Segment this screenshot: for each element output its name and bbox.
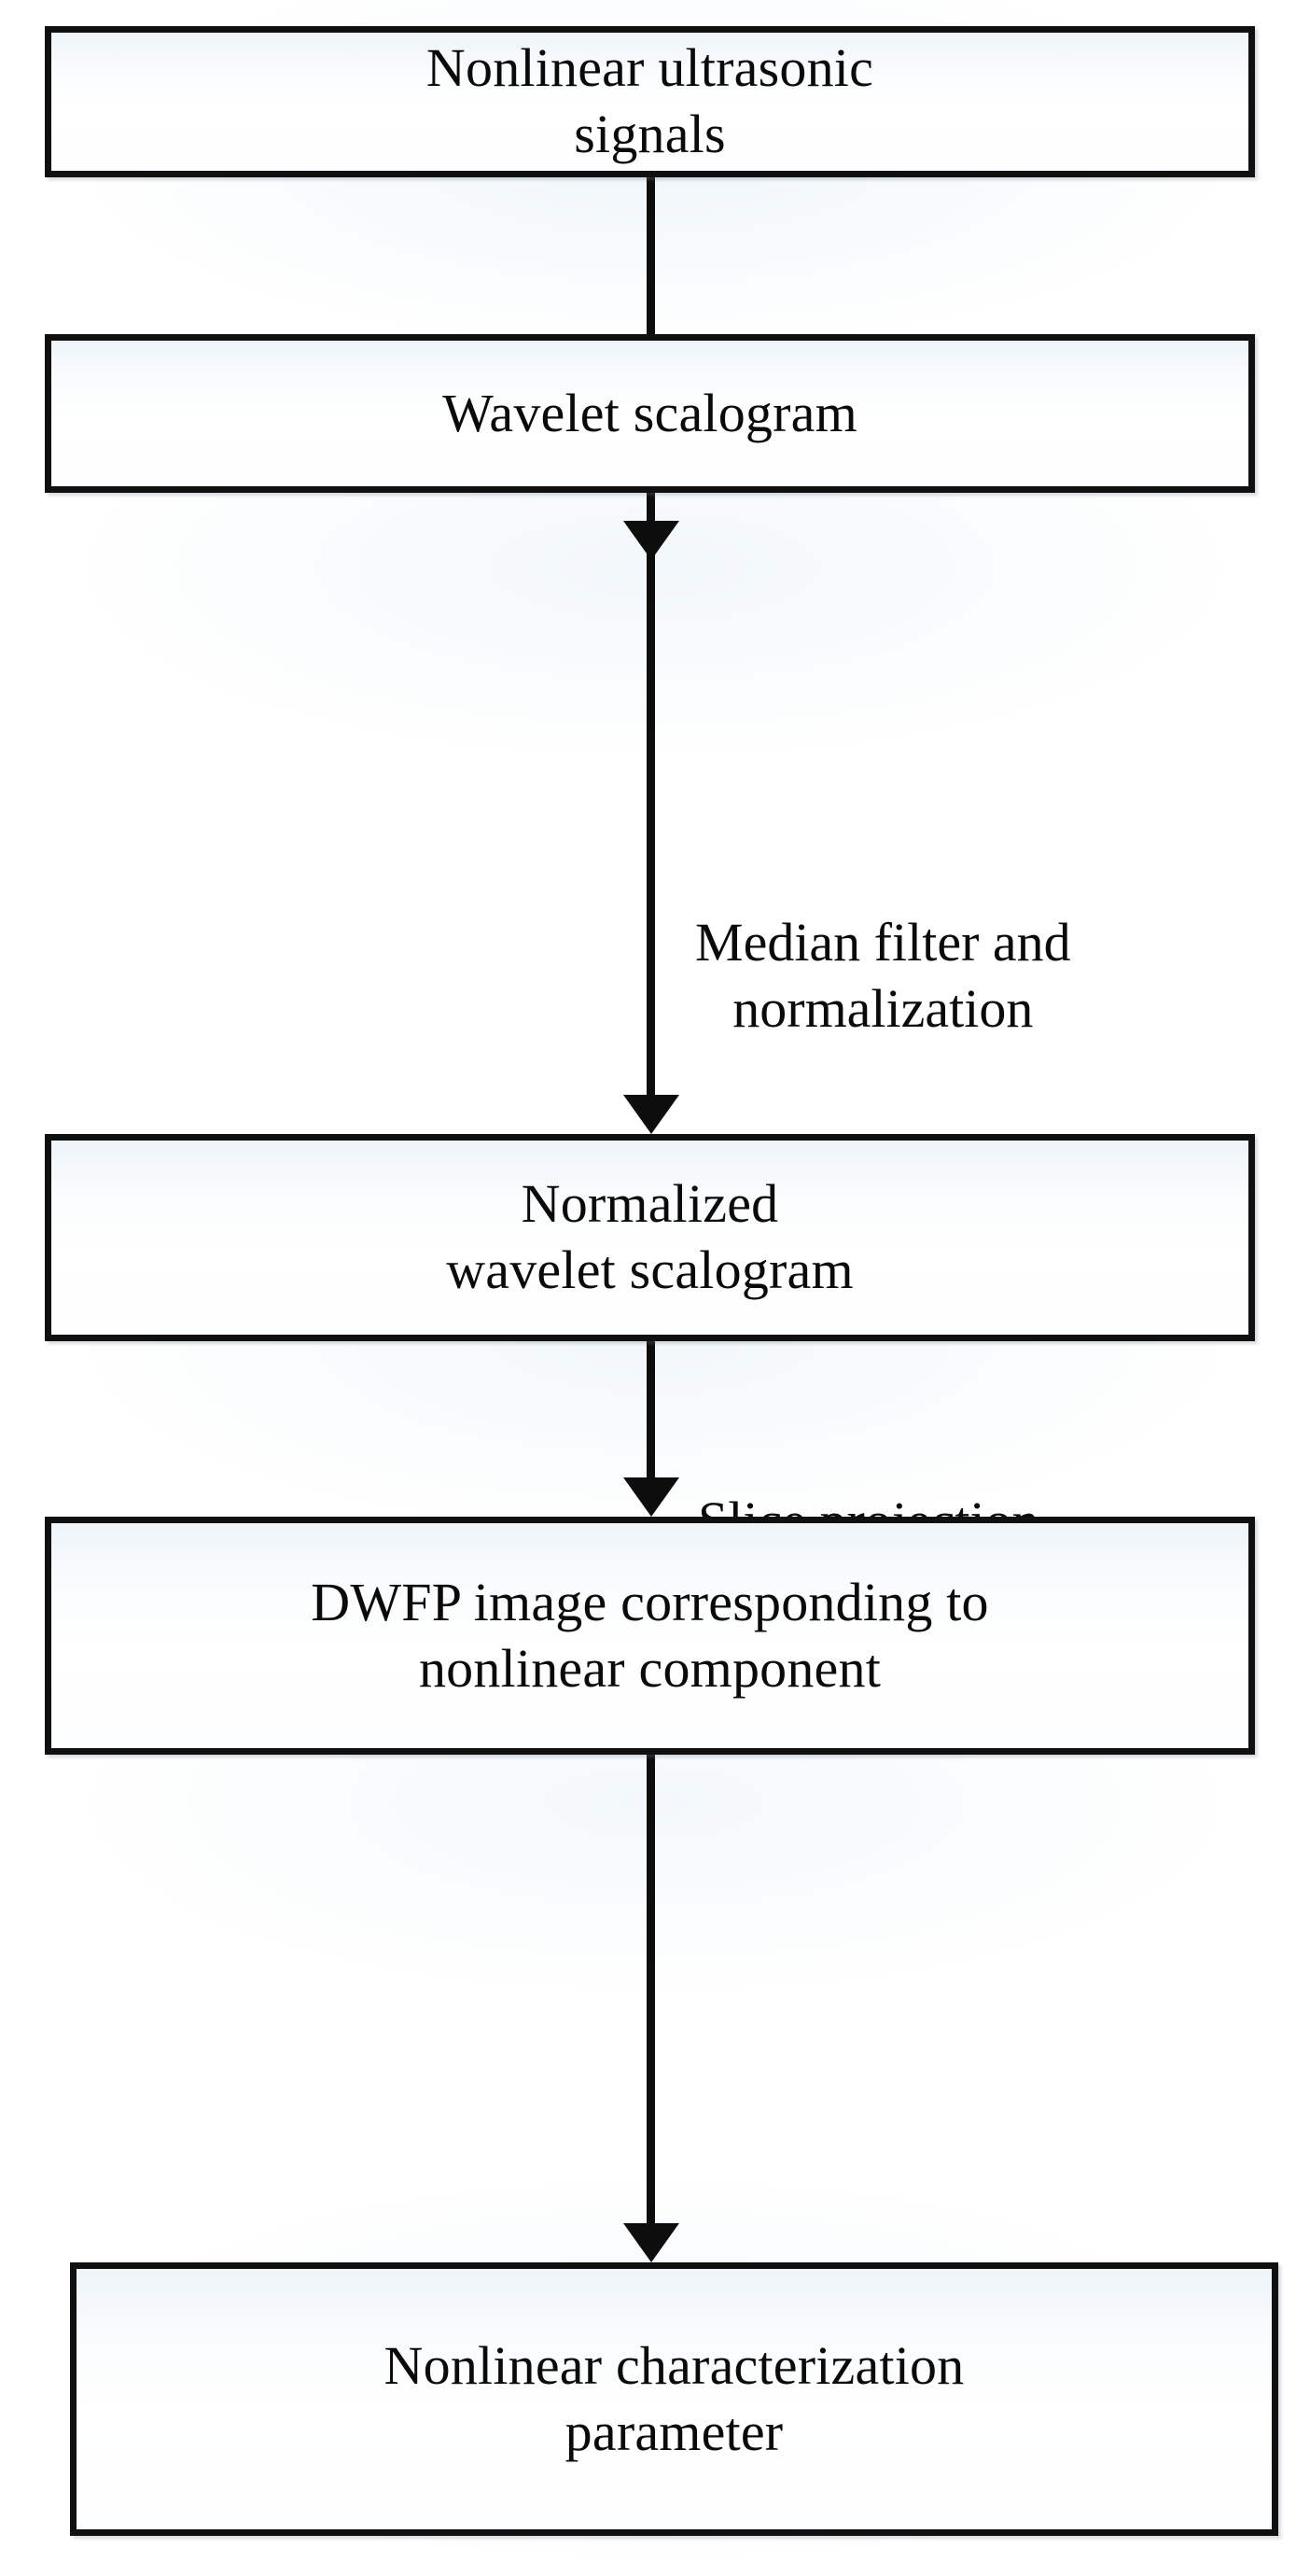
process-node-normalized-wavelet-scalogram[interactable]: Normalized wavelet scalogram <box>45 1134 1255 1341</box>
arrowhead-icon <box>622 1095 679 1134</box>
connector-n3-n4 <box>622 1341 679 1517</box>
node-label: Normalized wavelet scalogram <box>446 1173 854 1300</box>
process-node-wavelet-scalogram[interactable]: Wavelet scalogram <box>45 334 1255 493</box>
connector-shaft <box>647 493 655 1095</box>
connector-n4-n5 <box>622 1755 679 2262</box>
connector-shaft <box>647 1341 655 1477</box>
process-node-dwfp-image[interactable]: DWFP image corresponding to nonlinear co… <box>45 1517 1255 1755</box>
arrowhead-icon <box>622 1477 679 1517</box>
process-node-nonlinear-ultrasonic-signals[interactable]: Nonlinear ultrasonic signals <box>45 26 1255 177</box>
node-label: DWFP image corresponding to nonlinear co… <box>311 1571 989 1699</box>
connector-shaft <box>647 1755 655 2223</box>
node-label: Nonlinear ultrasonic signals <box>425 37 874 164</box>
process-node-nonlinear-characterization-parameter[interactable]: Nonlinear characterization parameter <box>70 2262 1278 2536</box>
connector-n2-n3 <box>622 493 679 1134</box>
node-label: Nonlinear characterization parameter <box>383 2334 965 2462</box>
arrowhead-icon <box>622 2223 679 2262</box>
node-label: Wavelet scalogram <box>442 382 857 443</box>
edge-label-median-filter-and-normalization: Median filter and normalization <box>695 912 1071 1039</box>
